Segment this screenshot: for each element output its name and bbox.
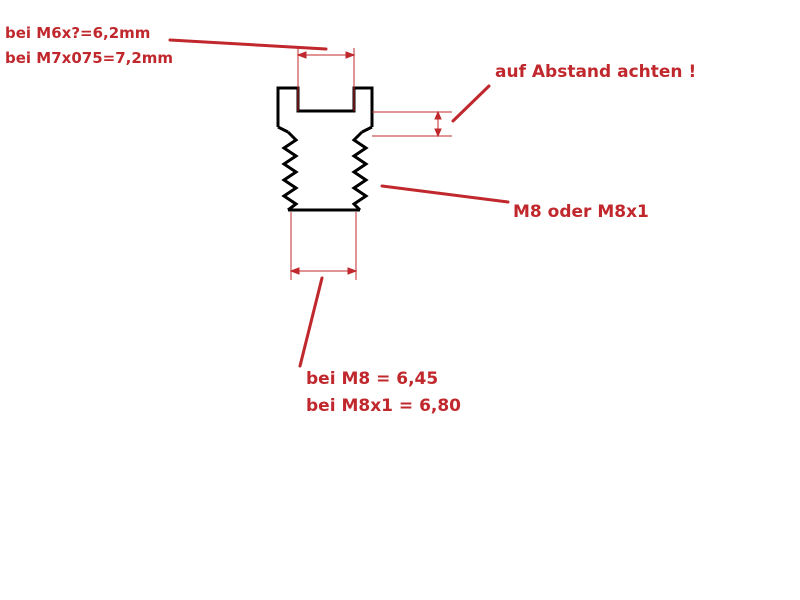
label-abstand: auf Abstand achten ! bbox=[495, 62, 697, 82]
dimension-marks bbox=[289, 48, 452, 280]
leader-slot bbox=[168, 38, 328, 51]
bore-arrow-right bbox=[347, 267, 358, 275]
abstand-arrow-top bbox=[434, 110, 442, 120]
slot-arrow-left bbox=[296, 51, 307, 59]
leader-lines bbox=[168, 38, 510, 368]
slot-arrow-right bbox=[345, 51, 356, 59]
abstand-arrow-bottom bbox=[434, 128, 442, 138]
thread-left bbox=[281, 130, 299, 212]
label-m7-slot: bei M7x075=7,2mm bbox=[5, 49, 174, 67]
screw-head bbox=[276, 86, 374, 127]
screw-outline bbox=[276, 86, 374, 212]
leader-abstand bbox=[451, 84, 491, 123]
leader-bore bbox=[298, 276, 324, 368]
screw-neck-left bbox=[277, 125, 289, 134]
label-thread-size: M8 oder M8x1 bbox=[513, 202, 649, 222]
label-m6-slot: bei M6x?=6,2mm bbox=[5, 24, 151, 42]
screw-neck-right bbox=[361, 125, 373, 134]
label-m8x1-bore: bei M8x1 = 6,80 bbox=[306, 396, 462, 416]
label-m8-bore: bei M8 = 6,45 bbox=[306, 369, 439, 389]
thread-right bbox=[351, 130, 369, 212]
bore-arrow-left bbox=[289, 267, 300, 275]
leader-thread bbox=[380, 184, 510, 204]
